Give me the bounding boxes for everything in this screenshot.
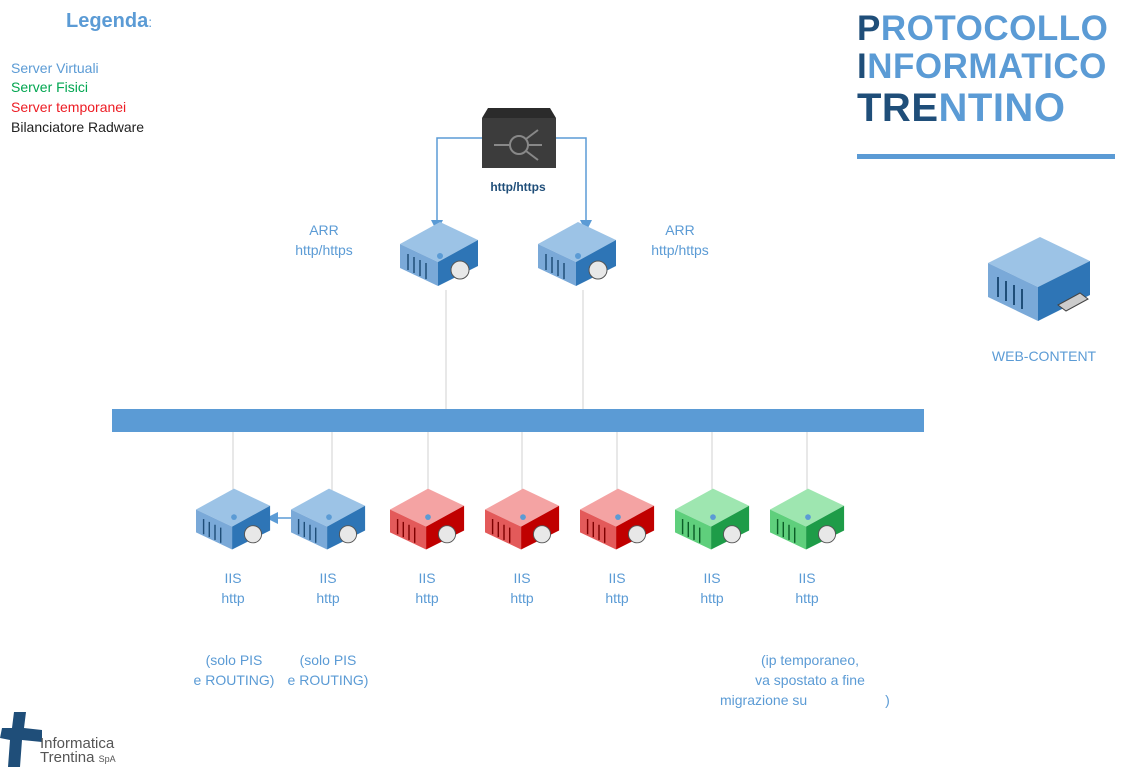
- iis-server-6-icon: [675, 488, 750, 550]
- brand-line-1: PROTOCOLLO: [857, 9, 1109, 48]
- legend-title: Legenda:: [66, 10, 153, 32]
- web-content-label: WEB-CONTENT: [991, 348, 1097, 364]
- load-balancer-icon: [482, 108, 556, 168]
- legend-item-virtual: Server Virtuali: [11, 60, 99, 76]
- iis-server-4-icon: [485, 488, 560, 550]
- network-bus: [112, 409, 924, 432]
- link-balancer-arr-1: [431, 137, 484, 232]
- brand-line-2: INFORMATICO: [857, 47, 1107, 86]
- link-balancer-arr-2: [555, 137, 592, 232]
- iis-server-2-icon: [291, 488, 366, 550]
- legend-item-physical: Server Fisici: [11, 79, 89, 95]
- brand-line-3: TRENTINO: [857, 86, 1066, 130]
- iis-server-5-icon: [580, 488, 655, 550]
- iis-note-7: (ip temporaneo, va spostato a fine migra…: [720, 652, 890, 708]
- legend-item-temporary: Server temporanei: [11, 99, 127, 115]
- informatica-trentina-logo-icon: [0, 712, 42, 767]
- iis-server-3-icon: [390, 488, 465, 550]
- company-logo-text: Informatica Trentina SpA: [40, 735, 116, 766]
- web-content-server-icon: [988, 237, 1090, 321]
- brand-logo: PROTOCOLLO INFORMATICO TRENTINO: [857, 9, 1119, 159]
- balancer-label: http/https: [490, 180, 546, 194]
- arr-server-1-icon: [400, 222, 478, 286]
- legend-item-balancer: Bilanciatore Radware: [11, 119, 145, 135]
- brand-underline: [857, 154, 1115, 159]
- arr-server-2-icon: [538, 222, 616, 286]
- iis-server-7-icon: [770, 488, 845, 550]
- iis-server-1-icon: [196, 488, 271, 550]
